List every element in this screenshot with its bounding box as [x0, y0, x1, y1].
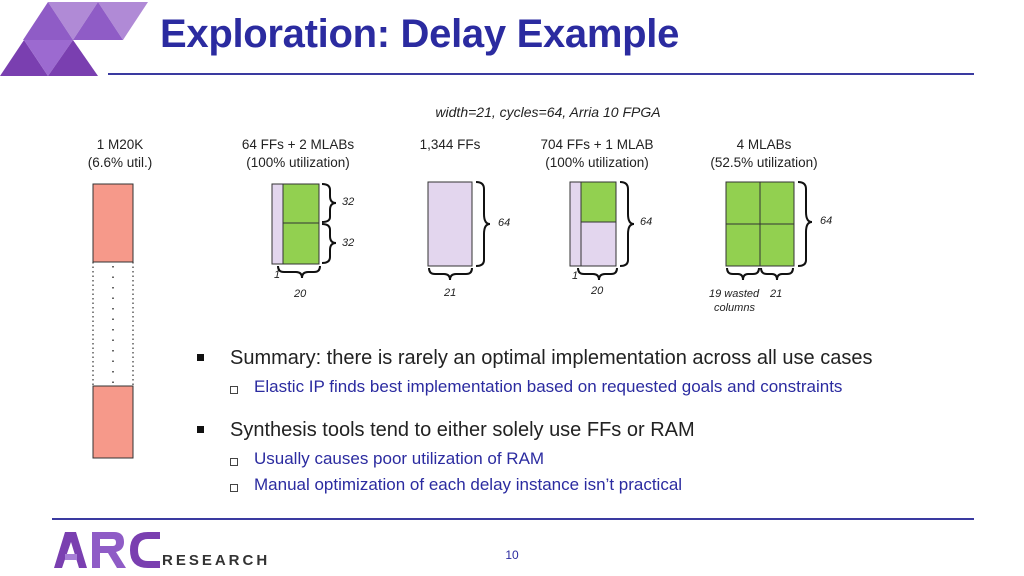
column-label-line1: 4 MLABs: [736, 137, 792, 152]
annotation-21-width: 21: [444, 287, 457, 299]
page-title: Exploration: Delay Example: [160, 12, 680, 56]
title-underline: [108, 73, 974, 75]
sub-bullet-marker: [230, 386, 238, 394]
column-label-ffs: 1,344 FFs: [400, 136, 500, 154]
annotation-32-top: 32: [342, 196, 355, 208]
annotation-64-height: 64: [640, 216, 653, 228]
column-label-line1: 1,344 FFs: [419, 137, 481, 152]
column-label-line1: 1 M20K: [96, 137, 144, 152]
annotation-wasted: 19 wasted: [709, 288, 760, 300]
arc-research-logo: RESEARCH: [52, 528, 282, 572]
sub-bullet-marker: [230, 458, 238, 466]
column-label-line2: (100% utilization): [545, 155, 649, 170]
ffs-mlabs-block: [271, 183, 337, 279]
column-label-line1: 64 FFs + 2 MLABs: [241, 137, 355, 152]
corner-triangles-decoration: [0, 2, 148, 76]
annotation-20-width: 20: [294, 288, 307, 300]
column-label-line2: (52.5% utilization): [710, 155, 818, 170]
column-label-m20k: 1 M20K (6.6% util.): [60, 136, 180, 172]
annotation-20-width: 20: [591, 285, 604, 297]
column-label-line2: (100% utilization): [246, 155, 350, 170]
sub-bullet-elastic-ip: Elastic IP finds best implementation bas…: [254, 377, 843, 396]
m20k-block: [92, 183, 134, 459]
column-label-line2: (6.6% util.): [87, 155, 153, 170]
diagram-subtitle: width=21, cycles=64, Arria 10 FPGA: [435, 104, 661, 120]
annotation-1-left: 1: [274, 269, 281, 281]
column-label-ffs-mlab: 704 FFs + 1 MLAB (100% utilization): [527, 136, 667, 172]
ffs-mlab-block: [569, 181, 635, 281]
bullet-summary: Summary: there is rarely an optimal impl…: [230, 347, 873, 369]
bullet-synthesis-tools: Synthesis tools tend to either solely us…: [230, 419, 695, 441]
logo-research-text: RESEARCH: [162, 552, 271, 569]
sub-bullet-marker: [230, 484, 238, 492]
arc-logo-icon: [54, 532, 160, 568]
bullet-marker: [197, 426, 204, 433]
mlabs-block: [725, 181, 813, 281]
annotation-32-bottom: 32: [342, 237, 355, 249]
bullet-marker: [197, 354, 204, 361]
annotation-1-left: 1: [572, 270, 579, 282]
page-number: 10: [505, 548, 519, 562]
column-label-mlabs: 4 MLABs (52.5% utilization): [694, 136, 834, 172]
annotation-21-width: 21: [770, 288, 783, 300]
ffs-only-block: [427, 181, 491, 281]
sub-bullet-poor-utilization: Usually causes poor utilization of RAM: [254, 449, 545, 468]
sub-bullet-manual-optimization: Manual optimization of each delay instan…: [254, 475, 683, 494]
annotation-64-height: 64: [498, 217, 511, 229]
column-label-ffs-mlabs: 64 FFs + 2 MLABs (100% utilization): [228, 136, 368, 172]
footer-rule: [52, 518, 974, 520]
column-label-line1: 704 FFs + 1 MLAB: [540, 137, 654, 152]
annotation-64-height: 64: [820, 215, 833, 227]
annotation-columns: columns: [714, 302, 755, 314]
